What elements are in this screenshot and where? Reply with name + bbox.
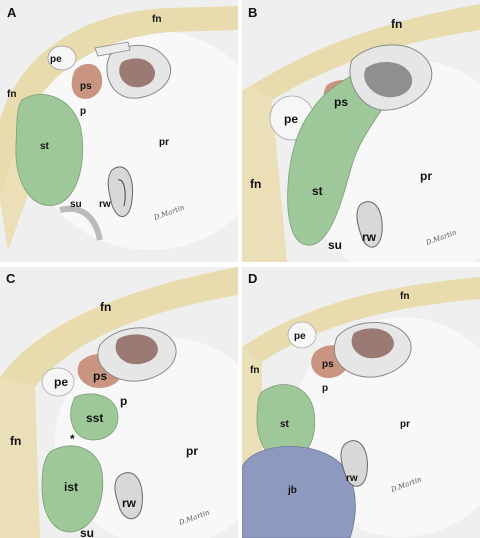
label-fn-left: fn: [250, 177, 261, 191]
label-su: su: [80, 526, 94, 538]
label-st: st: [312, 184, 323, 198]
panel-d-letter: D: [248, 271, 257, 286]
label-pr: pr: [420, 169, 432, 183]
label-rw: rw: [346, 473, 358, 484]
facial-nerve: [0, 267, 238, 387]
label-pe: pe: [50, 54, 62, 65]
label-ps: ps: [93, 369, 107, 383]
label-fn-left: fn: [10, 434, 21, 448]
sinus-tympani: [15, 94, 84, 206]
jugular-bulb: [242, 446, 356, 538]
label-st: st: [40, 141, 50, 152]
round-window: [107, 166, 134, 217]
round-window: [356, 201, 383, 248]
posticus-space: [71, 63, 103, 99]
label-p: p: [120, 394, 127, 408]
label-pe: pe: [284, 112, 298, 126]
label-pr: pr: [186, 444, 198, 458]
stapes: [97, 327, 177, 382]
label-jb: jb: [287, 485, 297, 496]
label-pe: pe: [54, 375, 68, 389]
label-fn-top: fn: [100, 300, 111, 314]
label-pr: pr: [400, 419, 410, 430]
label-ps: ps: [322, 359, 334, 370]
label-st: st: [280, 419, 290, 430]
label-fn-top: fn: [152, 14, 161, 25]
label-p: p: [322, 383, 328, 394]
round-window: [340, 440, 368, 487]
label-fn-top: fn: [391, 17, 402, 31]
label-fn-left: fn: [7, 89, 16, 100]
panel-c-illustration: C fn fn pe ps p sst ist * pr su rw D.Mar…: [0, 267, 238, 538]
label-rw: rw: [122, 496, 137, 510]
panel-a: A fn fn pe ps p st pr su rw D.Martin: [0, 0, 238, 262]
inferior-sinus-tympani: [41, 445, 104, 533]
pyramidal-eminence: [287, 321, 317, 349]
stapes: [349, 44, 433, 111]
panel-b-letter: B: [248, 5, 257, 20]
label-pr: pr: [159, 137, 169, 148]
label-ist: ist: [64, 480, 78, 494]
panel-d: D fn fn pe ps p st pr jb rw D.Martin: [242, 267, 480, 538]
stapes: [94, 41, 172, 99]
label-su: su: [328, 238, 342, 252]
label-rw: rw: [362, 230, 377, 244]
panel-c-letter: C: [6, 271, 16, 286]
label-fn-top: fn: [400, 291, 409, 302]
panel-a-letter: A: [7, 5, 17, 20]
label-sst: sst: [86, 411, 103, 425]
label-fn-left: fn: [250, 365, 259, 376]
label-ps: ps: [334, 95, 348, 109]
label-ps: ps: [80, 81, 92, 92]
label-su: su: [70, 199, 82, 210]
panel-b-illustration: B fn fn pe ps st pr su rw D.Martin: [242, 0, 480, 262]
pyramidal-eminence: [47, 45, 77, 71]
label-asterisk: *: [70, 432, 75, 446]
label-p: p: [80, 106, 86, 117]
pyramidal-eminence: [41, 367, 75, 397]
label-pe: pe: [294, 331, 306, 342]
round-window: [114, 472, 143, 520]
panel-a-illustration: A fn fn pe ps p st pr su rw D.Martin: [0, 0, 238, 262]
stapes: [333, 322, 412, 378]
panel-d-illustration: D fn fn pe ps p st pr jb rw D.Martin: [242, 267, 480, 538]
facial-nerve: [242, 277, 480, 362]
panel-b: B fn fn pe ps st pr su rw D.Martin: [242, 0, 480, 262]
label-rw: rw: [99, 199, 111, 210]
panel-c: C fn fn pe ps p sst ist * pr su rw D.Mar…: [0, 267, 238, 538]
superior-sinus-tympani: [70, 393, 119, 441]
